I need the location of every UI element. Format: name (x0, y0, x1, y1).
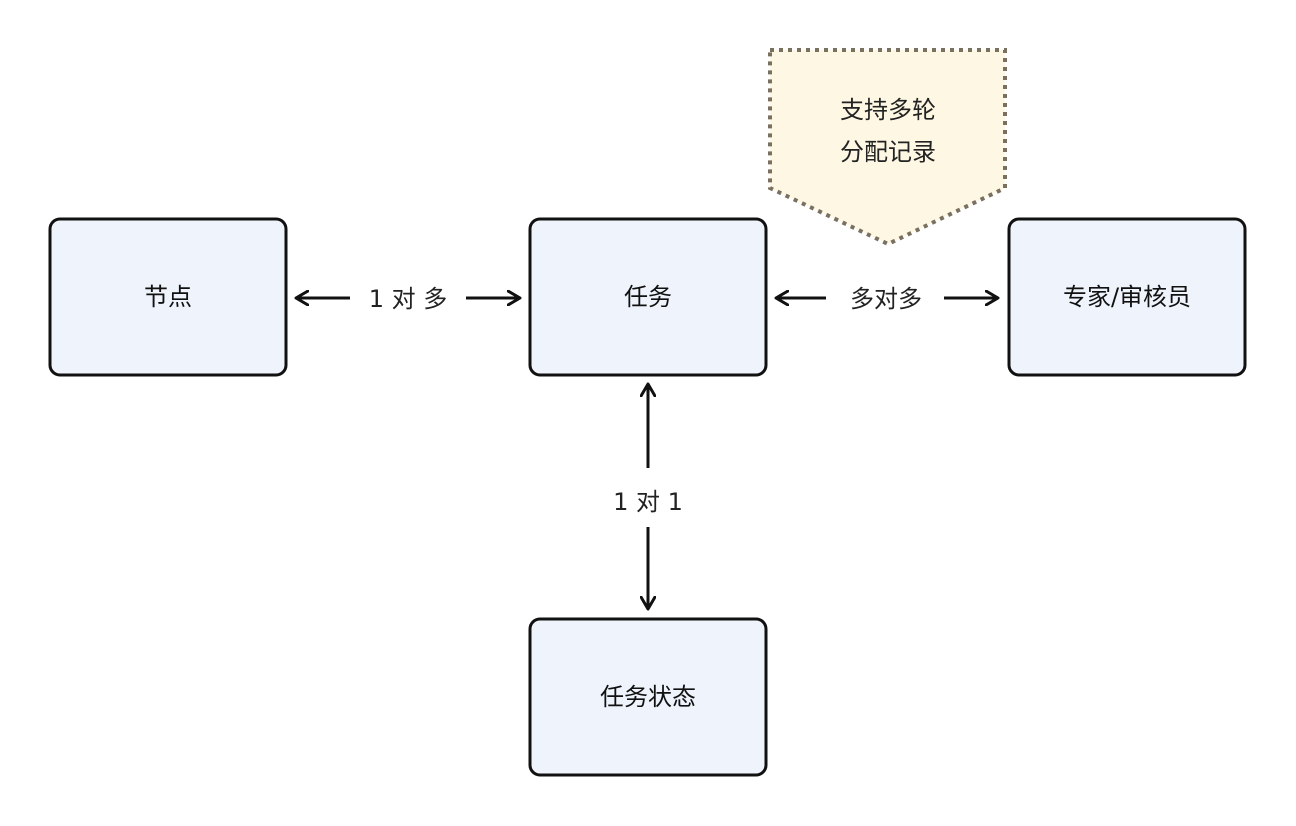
entity-node-box (48, 217, 288, 377)
entity-task[interactable]: 任务 (528, 217, 768, 377)
entity-task-status-box (528, 617, 768, 777)
entity-node-label: 节点 (144, 283, 192, 311)
entity-expert-box (1007, 217, 1247, 377)
entity-node[interactable]: 节点 (48, 217, 288, 377)
edge-node-task: 1 对 多 (296, 285, 520, 313)
note-callout: 支持多轮 分配记录 (768, 48, 1007, 247)
edge-task-status: 1 对 1 (613, 384, 683, 609)
edge-node-task-label: 1 对 多 (369, 285, 448, 313)
entity-task-status[interactable]: 任务状态 (528, 617, 768, 777)
note-line-2: 分配记录 (840, 138, 936, 166)
note-shape (768, 48, 1007, 247)
edge-task-status-label: 1 对 1 (613, 488, 683, 516)
entity-task-label: 任务 (624, 283, 672, 311)
entity-task-box (528, 217, 768, 377)
entity-expert-label: 专家/审核员 (1063, 283, 1191, 311)
edge-task-expert-label: 多对多 (850, 285, 922, 313)
entity-expert[interactable]: 专家/审核员 (1007, 217, 1247, 377)
edge-task-expert: 多对多 (776, 285, 998, 313)
entity-task-status-label: 任务状态 (600, 683, 696, 711)
note-line-1: 支持多轮 (840, 96, 936, 124)
